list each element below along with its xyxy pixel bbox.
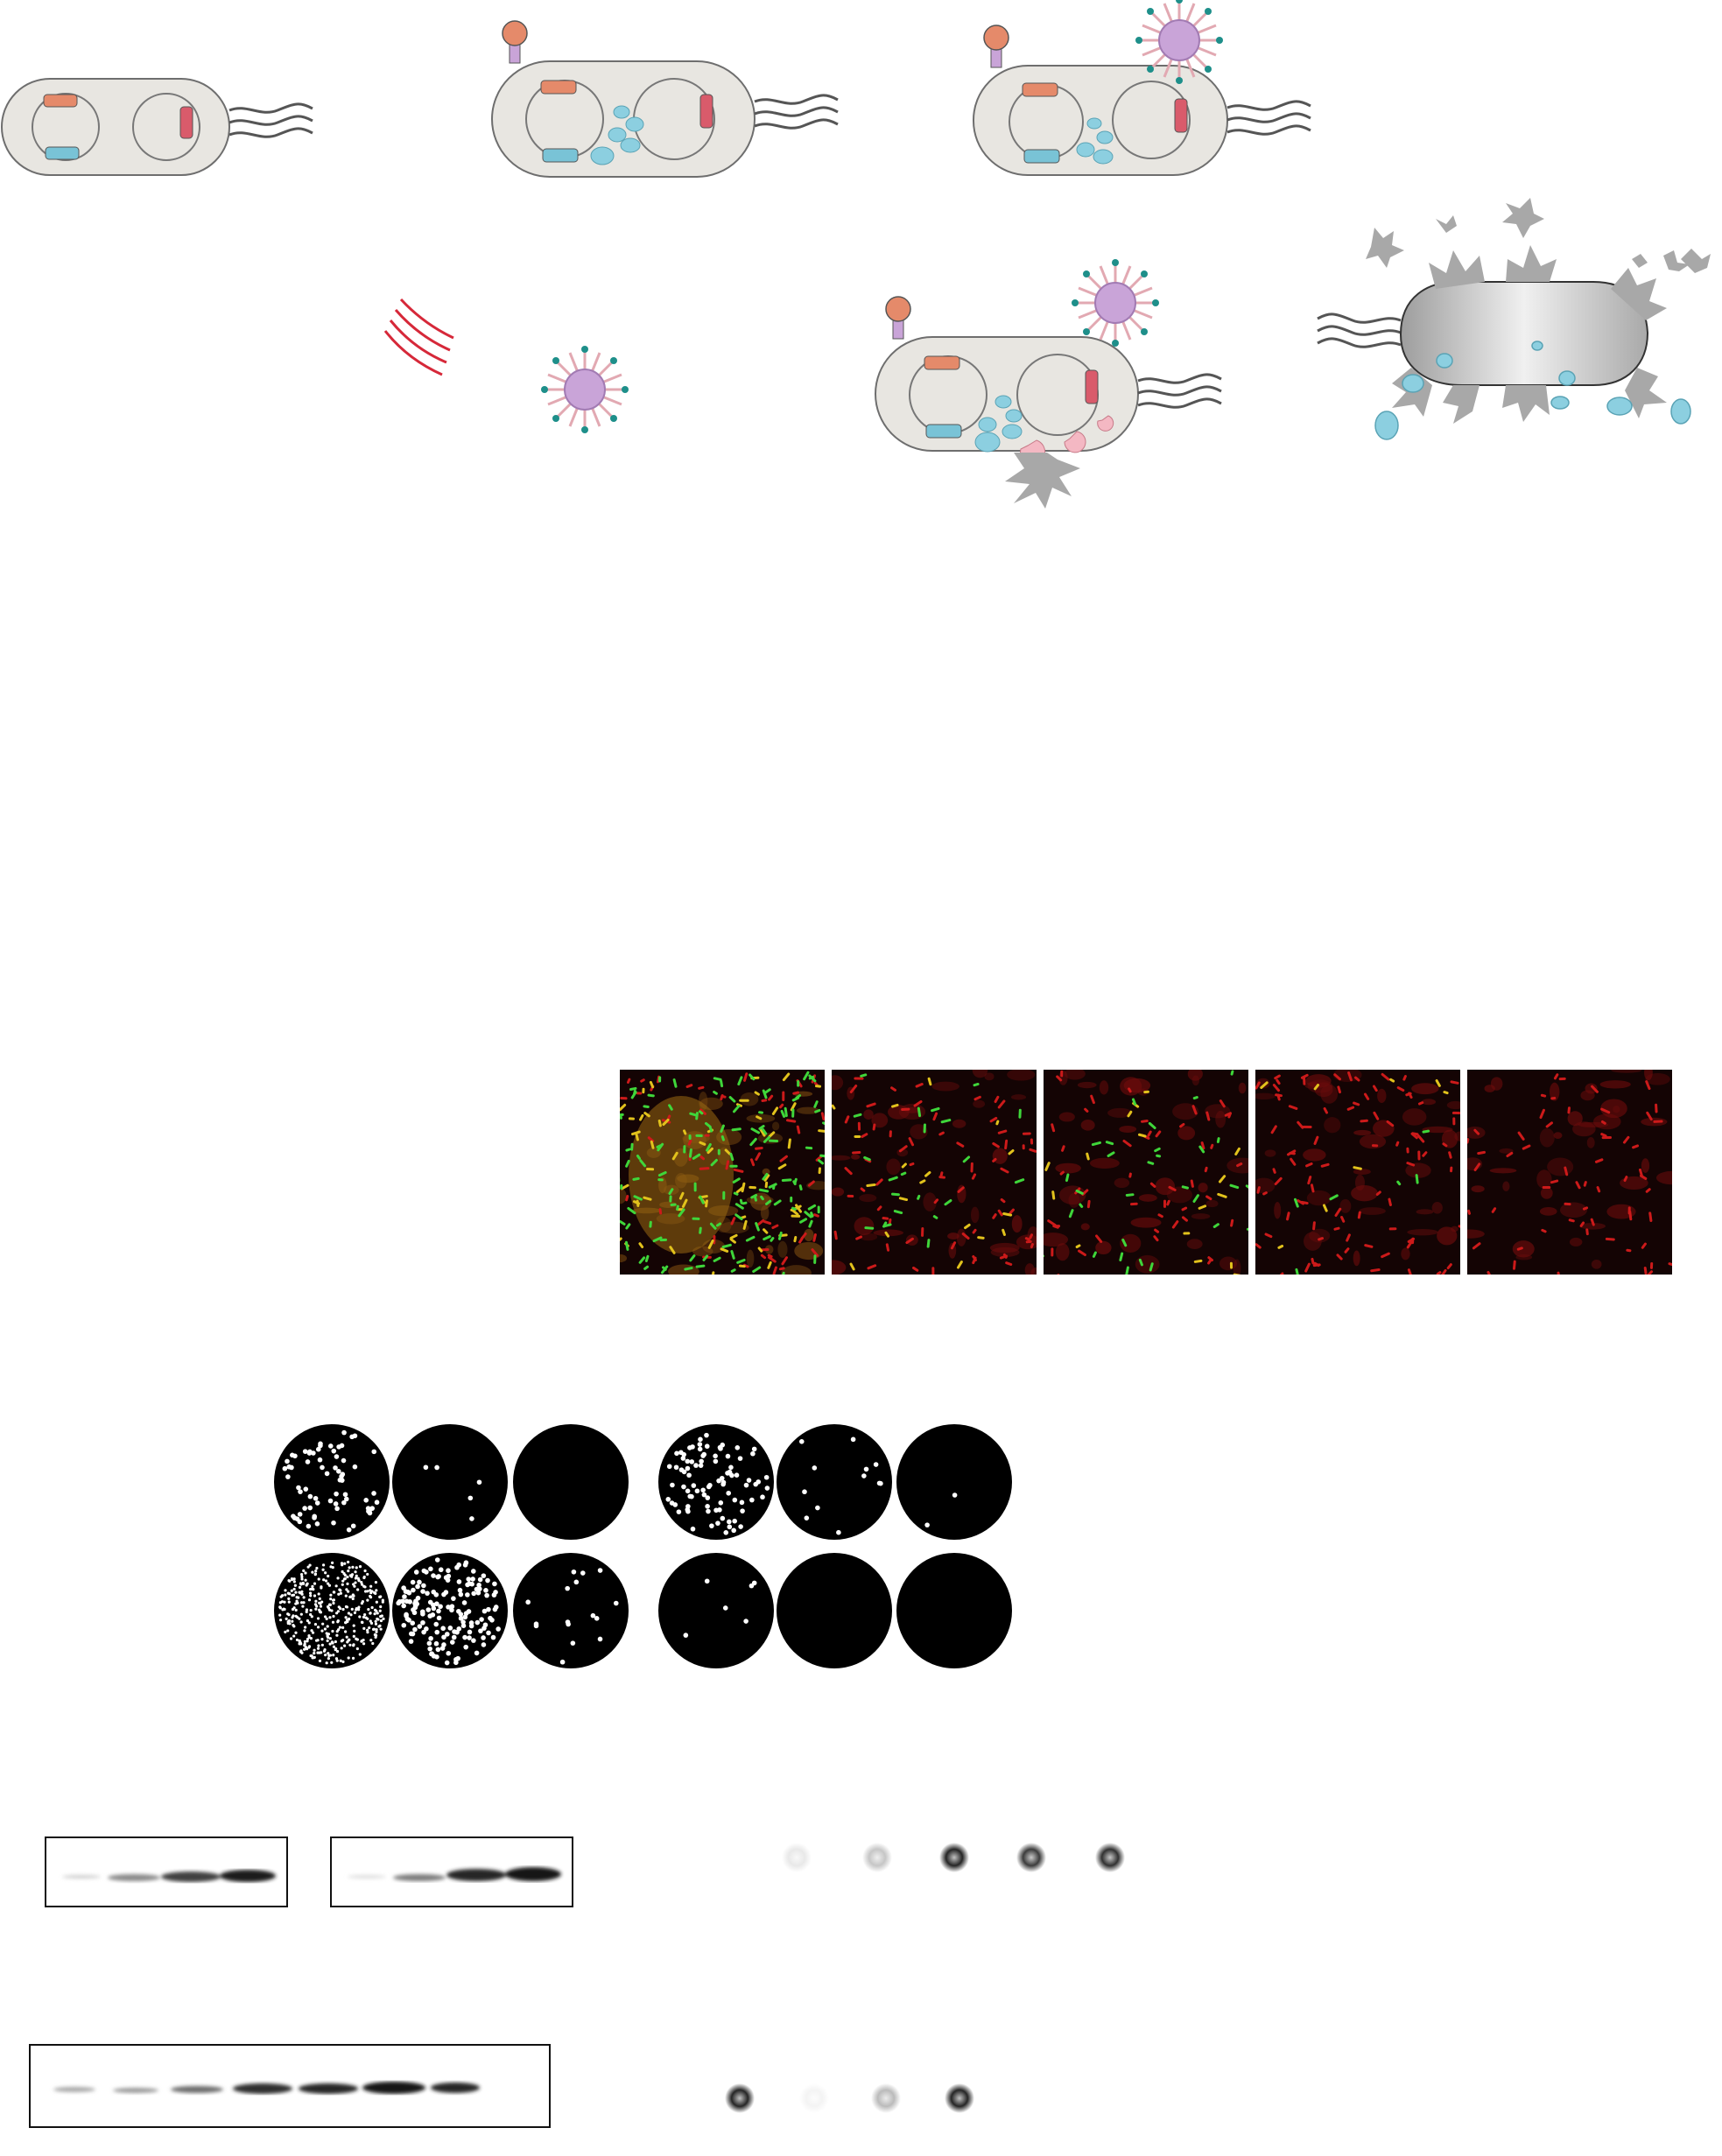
colony-plate <box>777 1424 892 1540</box>
colony-plate <box>658 1424 774 1540</box>
phage-icon <box>1070 257 1161 348</box>
colony-plate <box>392 1553 508 1668</box>
western-blot-2 <box>330 1836 573 1907</box>
micrograph-image <box>832 1070 1037 1275</box>
colony-plate <box>274 1424 390 1540</box>
bacterium-icon <box>973 25 1312 176</box>
dot-blot-spot <box>939 1843 969 1872</box>
colony-plate <box>392 1424 508 1540</box>
bacterium-icon <box>1 78 314 176</box>
dot-blot-spot <box>1016 1843 1046 1872</box>
light-waves-icon <box>383 298 454 376</box>
colony-plate <box>896 1424 1012 1540</box>
western-blot-3 <box>29 2044 551 2128</box>
dot-blot-spot <box>1095 1843 1125 1872</box>
western-blot-1 <box>45 1836 288 1907</box>
colony-plate <box>513 1424 629 1540</box>
dot-blot-spot <box>871 2083 901 2113</box>
colony-plate <box>658 1553 774 1668</box>
dot-blot-spot <box>782 1843 812 1872</box>
dot-blot-row-1 <box>782 1843 1125 1872</box>
colony-plate <box>777 1553 892 1668</box>
colony-plate <box>513 1553 629 1668</box>
plasmid-icon <box>132 93 200 161</box>
schematic-panel <box>1 0 1711 509</box>
dot-blot-row-2 <box>725 2083 974 2113</box>
phage-icon <box>539 344 630 435</box>
dot-blot-spot <box>862 1843 892 1872</box>
dot-blot-spot <box>945 2083 974 2113</box>
dot-blot-spot <box>799 2083 829 2113</box>
flagella-icon <box>1316 313 1402 348</box>
colony-plate <box>896 1553 1012 1668</box>
receptor-icon <box>502 20 528 64</box>
dot-blot-spot <box>725 2083 755 2113</box>
micrograph-image <box>1044 1070 1248 1275</box>
bacterium-icon <box>491 20 840 178</box>
colony-plate <box>274 1553 390 1668</box>
lysed-cell-icon <box>1316 198 1711 440</box>
plasmid-icon <box>32 93 100 161</box>
phage-icon <box>1134 0 1225 86</box>
micrograph-image <box>620 1070 825 1275</box>
micrograph-image <box>1255 1070 1460 1275</box>
micrograph-image <box>1467 1070 1672 1275</box>
bacterium-icon <box>875 296 1223 509</box>
flagella-icon <box>228 102 314 138</box>
